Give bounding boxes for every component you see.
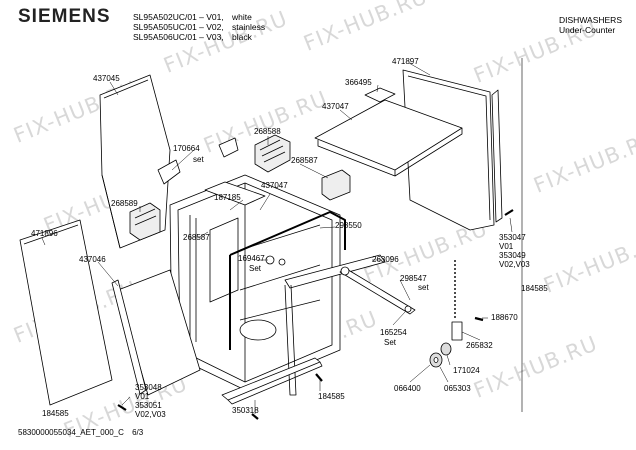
part-number: 268587 bbox=[183, 233, 210, 242]
part-number: 187185 bbox=[214, 193, 241, 202]
door-front bbox=[19, 219, 113, 406]
leader-lines bbox=[41, 62, 513, 414]
part-number: 171024 bbox=[453, 366, 480, 375]
model-code: SL95A506UC/01 – V03, bbox=[133, 32, 224, 42]
category-subtitle: Under-Counter bbox=[559, 25, 616, 35]
spray-arm bbox=[339, 266, 416, 315]
part-note: V02,V03 bbox=[135, 410, 166, 419]
part-number: 066400 bbox=[394, 384, 421, 393]
category-title: DISHWASHERS bbox=[559, 15, 622, 25]
part-number: 184585 bbox=[521, 284, 548, 293]
doc-id: 5830000055034_AET_000_C bbox=[18, 428, 124, 437]
part-note: V01 bbox=[499, 242, 514, 251]
model-code: SL95A502UC/01 – V01, bbox=[133, 12, 224, 22]
part-number: 437046 bbox=[79, 255, 106, 264]
kick-plate bbox=[221, 357, 323, 405]
part-number: 268587 bbox=[291, 156, 318, 165]
part-number: 263096 bbox=[372, 255, 399, 264]
model-variant: white bbox=[232, 12, 252, 22]
part-number: 353049 bbox=[499, 251, 526, 260]
hinge-part bbox=[129, 202, 161, 241]
part-note: Set bbox=[384, 338, 397, 347]
side-panel-right bbox=[402, 69, 503, 231]
part-number: 366495 bbox=[345, 78, 372, 87]
footer: 5830000055034_AET_000_C 6/3 bbox=[18, 428, 143, 437]
model-variant: black bbox=[232, 32, 252, 42]
washer bbox=[429, 342, 452, 368]
part-number: 188670 bbox=[491, 313, 518, 322]
part-number: 265832 bbox=[466, 341, 493, 350]
part-number: 471896 bbox=[31, 229, 58, 238]
part-note: V01 bbox=[135, 392, 150, 401]
category: DISHWASHERS Under-Counter bbox=[559, 15, 622, 35]
part-number: 170664 bbox=[173, 144, 200, 153]
frame-rail bbox=[284, 254, 386, 396]
part-number: 437047 bbox=[322, 102, 349, 111]
part-note: set bbox=[193, 155, 204, 164]
part-number: 471897 bbox=[392, 57, 419, 66]
part-number: 298547 bbox=[400, 274, 427, 283]
inner-door-panel bbox=[111, 269, 201, 396]
tub-frame bbox=[169, 174, 341, 391]
part-note: V02,V03 bbox=[499, 260, 530, 269]
part-number: 353051 bbox=[135, 401, 162, 410]
part-number: 353048 bbox=[135, 383, 162, 392]
part-number: 350318 bbox=[232, 406, 259, 415]
hinge-part bbox=[254, 134, 291, 173]
part-number: 065303 bbox=[444, 384, 471, 393]
part-number: 268589 bbox=[111, 199, 138, 208]
part-number: 298550 bbox=[335, 221, 362, 230]
page-number: 6/3 bbox=[132, 428, 144, 437]
clip-part bbox=[321, 169, 351, 201]
part-note: Set bbox=[249, 264, 262, 273]
part-note: set bbox=[418, 283, 429, 292]
part-number: 165254 bbox=[380, 328, 407, 337]
part-number: 437047 bbox=[261, 181, 288, 190]
part-number: 184585 bbox=[42, 409, 69, 418]
bracket bbox=[364, 87, 396, 103]
model-code: SL95A505UC/01 – V02, bbox=[133, 22, 224, 32]
part-number: 184585 bbox=[318, 392, 345, 401]
bracket-set bbox=[157, 137, 239, 185]
part-number: 169467 bbox=[238, 254, 265, 263]
chain-link bbox=[451, 260, 463, 341]
screw bbox=[117, 209, 514, 420]
brand-logo: SIEMENS bbox=[18, 6, 111, 27]
door-gasket bbox=[229, 211, 346, 350]
part-number: 268588 bbox=[254, 127, 281, 136]
model-variant: stainless bbox=[232, 22, 266, 32]
part-number: 437045 bbox=[93, 74, 120, 83]
top-panel bbox=[314, 99, 463, 177]
part-number: 353047 bbox=[499, 233, 526, 242]
